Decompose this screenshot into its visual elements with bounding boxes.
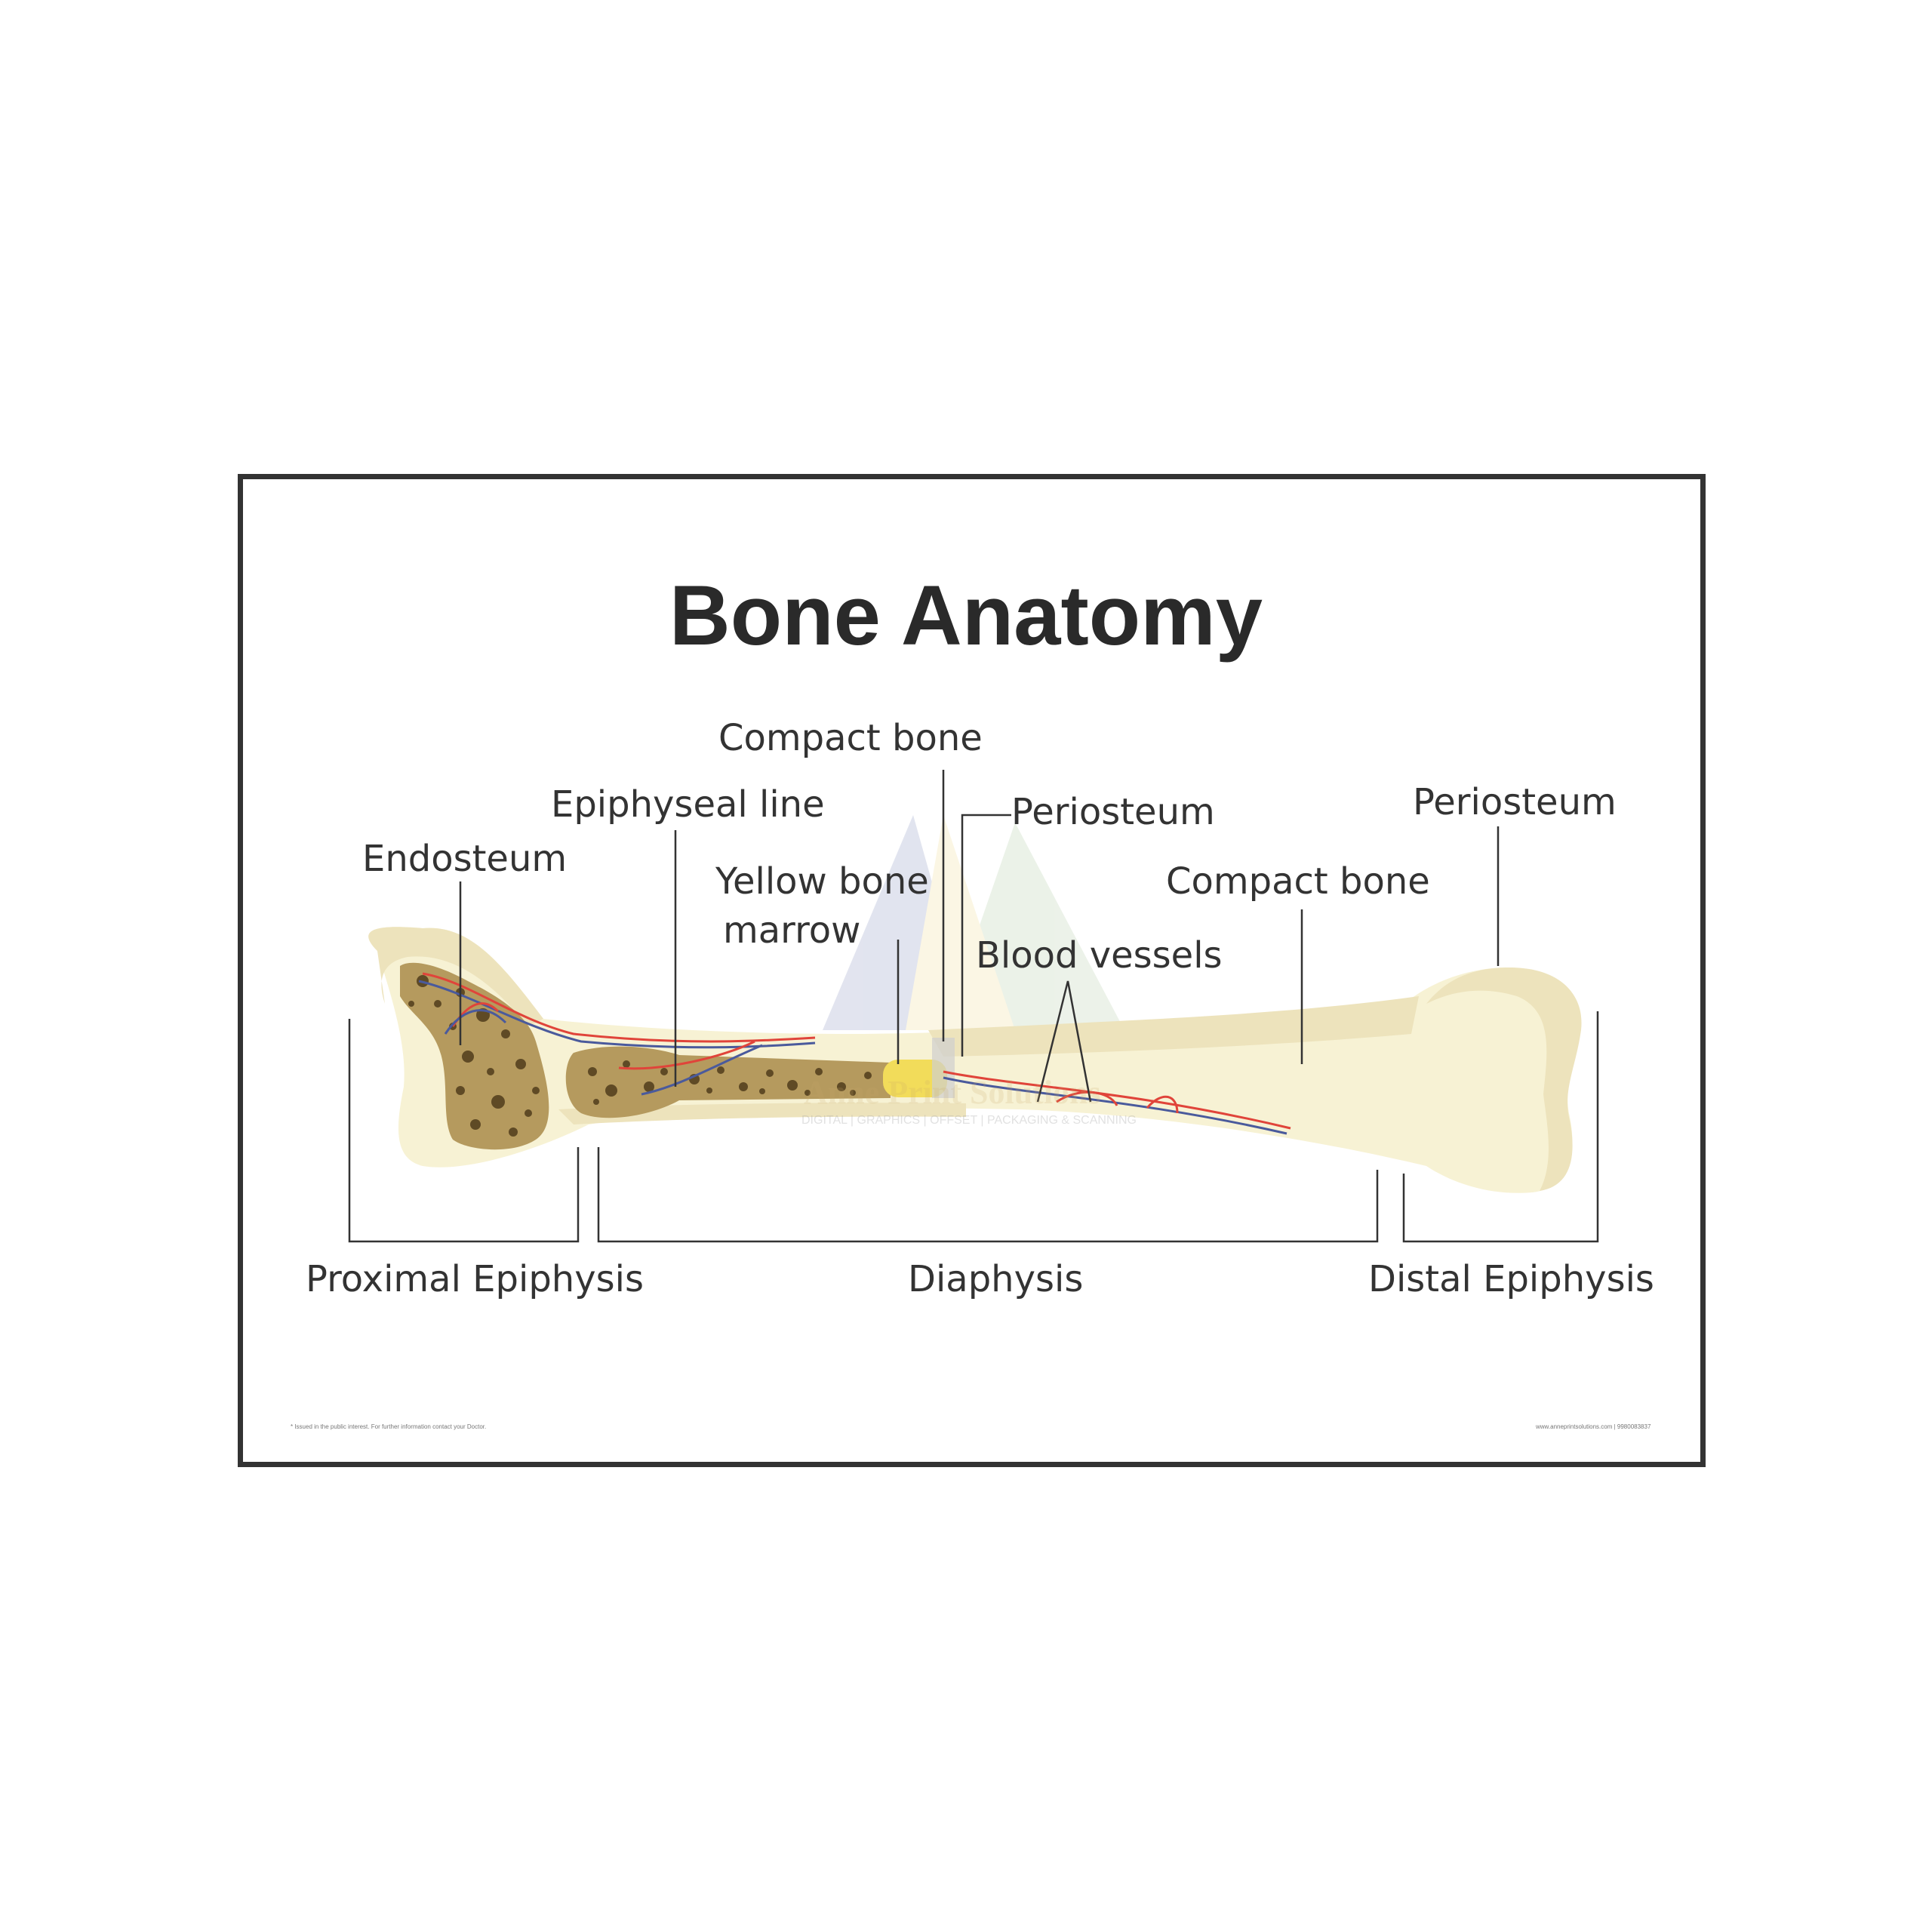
label-blood-vessels: Blood vessels [976, 934, 1223, 978]
label-epiphyseal-line: Epiphyseal line [551, 783, 825, 827]
label-compact-bone-top: Compact bone [718, 717, 983, 761]
footer-left: * Issued in the public interest. For fur… [291, 1423, 486, 1430]
watermark-logo [823, 815, 1124, 1030]
label-diaphysis: Diaphysis [908, 1258, 1083, 1302]
label-yellow-marrow-2: marrow [723, 909, 860, 953]
label-periosteum-center: Periosteum [1011, 791, 1215, 835]
label-yellow-marrow-1: Yellow bone [715, 860, 929, 904]
label-distal-epiphysis: Distal Epiphysis [1368, 1258, 1654, 1302]
label-periosteum-right: Periosteum [1413, 781, 1617, 825]
footer-right: www.anneprintsolutions.com | 9980083837 [1536, 1423, 1651, 1430]
page-title: Bone Anatomy [0, 574, 1932, 658]
label-endosteum: Endosteum [362, 838, 567, 881]
label-proximal-epiphysis: Proximal Epiphysis [306, 1258, 644, 1302]
watermark-name: Anne Print Solutions [804, 1073, 1101, 1112]
label-compact-bone-right: Compact bone [1166, 860, 1430, 904]
watermark-tagline: DIGITAL | GRAPHICS | OFFSET | PACKAGING … [801, 1114, 1137, 1128]
